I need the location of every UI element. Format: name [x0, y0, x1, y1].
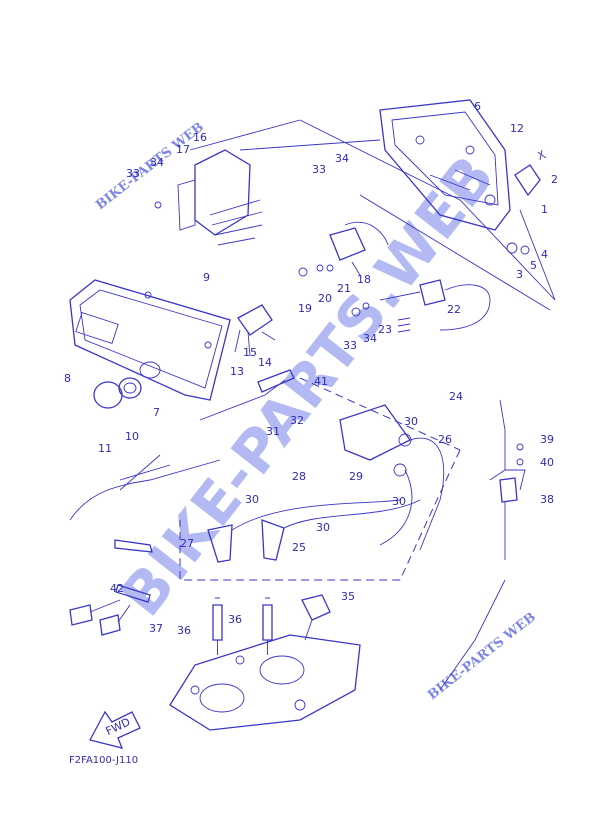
callout-35: 35	[341, 590, 355, 603]
fwd-arrow-icon: FWD	[89, 710, 141, 749]
callout-30a: 30	[404, 415, 418, 428]
callout-18: 18	[357, 273, 371, 286]
callout-6: 6	[474, 100, 481, 113]
callout-17: 17	[176, 143, 190, 156]
leader-lines-top	[189, 119, 556, 311]
callout-15: 15	[243, 346, 257, 359]
cdi-unit	[154, 149, 263, 246]
callout-13: 13	[230, 365, 244, 378]
callout-30c: 30	[245, 493, 259, 506]
callout-23: 23	[378, 323, 392, 336]
callout-34b: 34	[335, 152, 349, 165]
plug-holder	[301, 594, 331, 621]
callout-21: 21	[337, 282, 351, 295]
plug-caps	[207, 499, 421, 563]
watermark-small-bottom: BIKE-PARTS WEB	[425, 610, 539, 703]
ignition-coil	[339, 404, 445, 551]
callout-20: 20	[318, 292, 332, 305]
callout-41: 41	[314, 375, 328, 388]
callout-19: 19	[298, 302, 312, 315]
callout-36b: 36	[228, 613, 242, 626]
cylinder-head	[169, 634, 361, 731]
cover	[69, 279, 231, 401]
callout-36a: 36	[177, 624, 191, 637]
diagram-code: F2FA100-J110	[69, 755, 138, 766]
callout-22: 22	[447, 303, 461, 316]
callout-16: 16	[193, 131, 207, 144]
switch-cluster	[298, 222, 389, 277]
callout-25: 25	[292, 541, 306, 554]
watermark-large-text: BIKE-PARTS.WEB	[107, 143, 508, 629]
callout-28: 28	[292, 470, 306, 483]
bracket-assembly	[379, 99, 547, 255]
callout-24: 24	[449, 390, 463, 403]
callout-39: 39	[540, 433, 554, 446]
callout-30b: 30	[392, 495, 406, 508]
callout-26: 26	[438, 433, 452, 446]
callout-2: 2	[551, 173, 558, 186]
callout-33a: 33	[126, 167, 140, 180]
callout-32: 32	[290, 414, 304, 427]
callout-30d: 30	[316, 521, 330, 534]
callout-8: 8	[64, 372, 71, 385]
callout-1: 1	[541, 203, 548, 216]
callout-12: 12	[510, 122, 524, 135]
callout-9: 9	[203, 271, 210, 284]
callout-11: 11	[98, 442, 112, 455]
callout-29: 29	[349, 470, 363, 483]
fwd-label: FWD	[104, 715, 133, 738]
sensor	[234, 304, 276, 357]
spark-plugs	[212, 597, 273, 655]
callout-42: 42	[110, 582, 124, 595]
callout-34c: 34	[363, 332, 377, 345]
callout-5: 5	[530, 259, 537, 272]
callout-33c: 33	[343, 339, 357, 352]
callout-7: 7	[153, 406, 160, 419]
callout-40: 40	[540, 456, 554, 469]
callout-14: 14	[258, 356, 272, 369]
callout-4: 4	[541, 248, 548, 261]
callout-34a: 34	[150, 156, 164, 169]
callout-33b: 33	[312, 163, 326, 176]
wiring-harness	[69, 454, 221, 636]
watermark-large: BIKE-PARTS.WEB	[107, 143, 508, 629]
stop-switch-bracket	[439, 399, 526, 691]
rectifier	[351, 279, 491, 333]
callouts: 1 2 3 4 5 6 7 8 9 10 11 12 13 14 15 16 1…	[64, 100, 558, 637]
callout-37: 37	[149, 622, 163, 635]
callout-10: 10	[125, 430, 139, 443]
dashed-boundary	[179, 377, 461, 581]
callout-27: 27	[180, 537, 194, 550]
ignition-box-outline	[299, 119, 556, 301]
connector-41	[257, 369, 295, 393]
callout-3: 3	[516, 268, 523, 281]
grommets	[93, 377, 142, 409]
callout-38: 38	[540, 493, 554, 506]
callout-31: 31	[266, 425, 280, 438]
